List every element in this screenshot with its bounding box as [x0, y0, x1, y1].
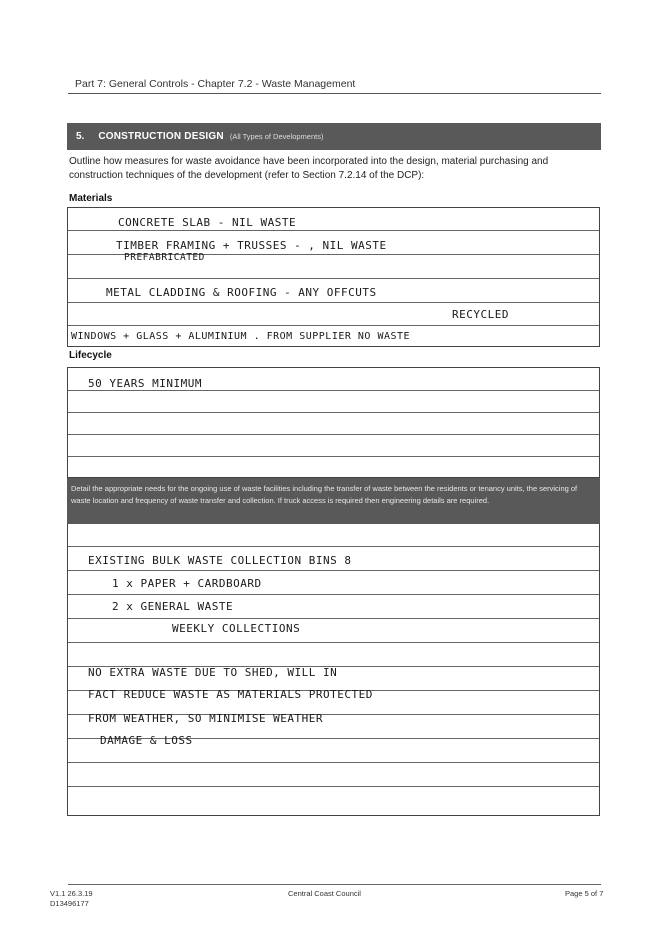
handwritten-line: METAL CLADDING & ROOFING - ANY OFFCUTS	[106, 286, 377, 299]
section-intro: Outline how measures for waste avoidance…	[69, 156, 549, 181]
handwritten-line: 1 x PAPER + CARDBOARD	[112, 577, 262, 590]
handwritten-line: 2 x GENERAL WASTE	[112, 600, 234, 613]
footer-version: V1.1 26.3.19	[50, 889, 93, 898]
ruled-line	[68, 570, 599, 571]
section-number: 5.	[76, 131, 85, 142]
ruled-line	[68, 546, 599, 547]
ruled-line	[68, 642, 599, 643]
section-banner: 5. CONSTRUCTION DESIGN (All Types of Dev…	[67, 123, 601, 150]
ruled-line	[68, 738, 599, 739]
footer-page: Page 5 of 7	[565, 889, 604, 898]
handwritten-line: CONCRETE SLAB - NIL WASTE	[118, 216, 297, 229]
materials-box[interactable]: CONCRETE SLAB - NIL WASTE TIMBER FRAMING…	[67, 207, 600, 347]
section-title: CONSTRUCTION DESIGN	[98, 131, 224, 142]
ruled-line	[68, 412, 599, 413]
ruled-line	[68, 325, 599, 326]
materials-label: Materials	[69, 193, 113, 204]
header-rule	[68, 93, 601, 94]
footer-doc-id: D13496177	[50, 899, 89, 908]
facilities-instructions: Detail the appropriate needs for the ong…	[67, 478, 600, 524]
ruled-line	[68, 434, 599, 435]
handwritten-line: FROM WEATHER, SO MINIMISE WEATHER	[88, 712, 324, 725]
section-subtitle: (All Types of Developments)	[229, 132, 324, 141]
ruled-line	[68, 690, 599, 691]
ruled-line	[68, 618, 599, 619]
facilities-box[interactable]: EXISTING BULK WASTE COLLECTION BINS 8 1 …	[67, 524, 600, 816]
page-header-title: Part 7: General Controls - Chapter 7.2 -…	[75, 78, 356, 90]
ruled-line	[68, 594, 599, 595]
handwritten-line: NO EXTRA WASTE DUE TO SHED, WILL IN	[88, 666, 338, 679]
lifecycle-box[interactable]: 50 YEARS MINIMUM	[67, 367, 600, 478]
footer-council: Central Coast Council	[288, 889, 361, 898]
handwritten-line: RECYCLED	[452, 308, 509, 321]
ruled-line	[68, 786, 599, 787]
handwritten-line: WEEKLY COLLECTIONS	[172, 622, 301, 635]
handwritten-line: 50 YEARS MINIMUM	[88, 377, 202, 390]
handwritten-line: FACT REDUCE WASTE AS MATERIALS PROTECTED	[88, 688, 373, 701]
footer-rule	[68, 884, 601, 885]
ruled-line	[68, 666, 599, 667]
handwritten-line: WINDOWS + GLASS + ALUMINIUM . FROM SUPPL…	[71, 331, 411, 342]
ruled-line	[68, 762, 599, 763]
ruled-line	[68, 390, 599, 391]
ruled-line	[68, 278, 599, 279]
ruled-line	[68, 714, 599, 715]
ruled-line	[68, 230, 599, 231]
ruled-line	[68, 254, 599, 255]
handwritten-line: DAMAGE & LOSS	[100, 734, 193, 747]
handwritten-line: PREFABRICATED	[124, 252, 205, 263]
handwritten-line: EXISTING BULK WASTE COLLECTION BINS 8	[88, 554, 352, 567]
handwritten-line: TIMBER FRAMING + TRUSSES - , NIL WASTE	[116, 239, 387, 252]
lifecycle-label: Lifecycle	[69, 350, 112, 361]
ruled-line	[68, 456, 599, 457]
ruled-line	[68, 302, 599, 303]
